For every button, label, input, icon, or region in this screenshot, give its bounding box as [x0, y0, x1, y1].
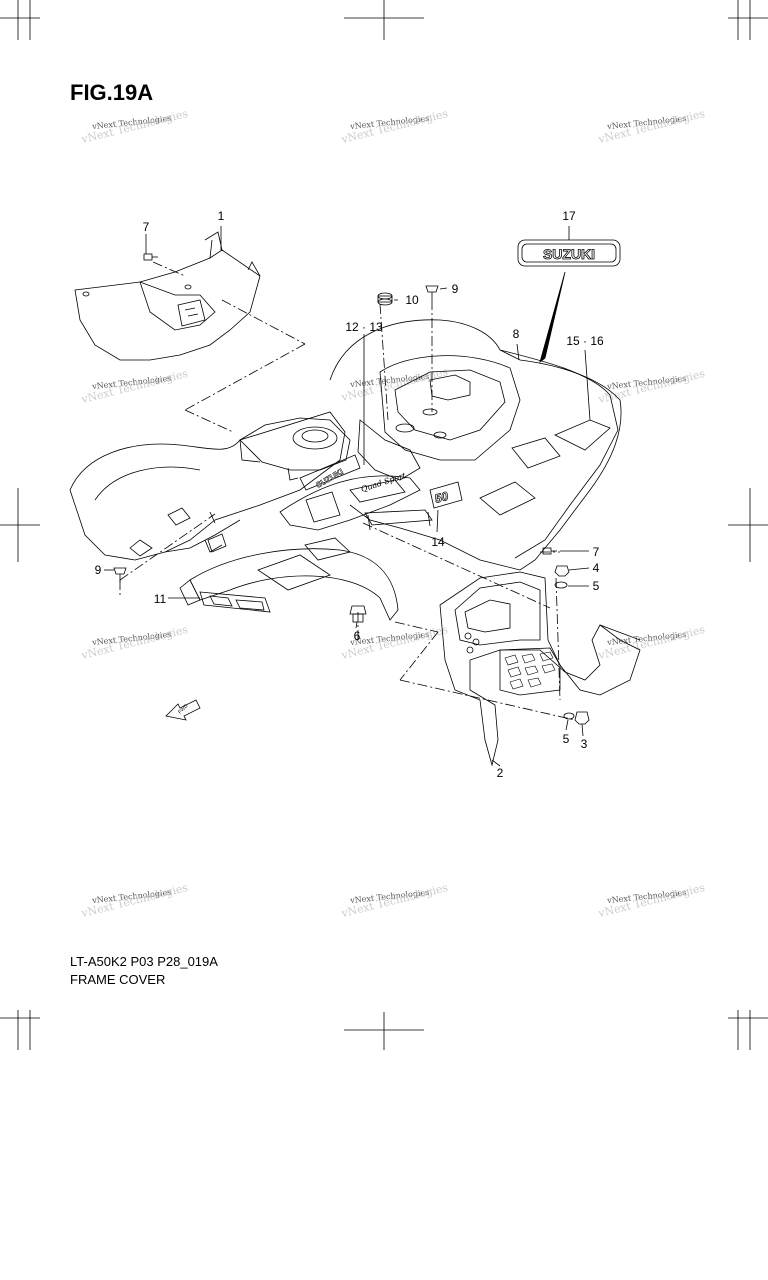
assembly-lines	[119, 261, 576, 721]
callout-4: 4	[592, 561, 600, 575]
main-frame-cover	[69, 319, 622, 621]
leader-lines	[104, 226, 591, 767]
callout-17: 17	[562, 209, 576, 223]
callout-3: 3	[580, 737, 588, 751]
fasteners	[113, 253, 590, 725]
emblem-text: SUZUKI	[543, 246, 595, 262]
callout-1: 1	[217, 209, 225, 223]
callout-9: 9	[451, 282, 459, 296]
callout-12-13: 12 · 13	[345, 320, 383, 334]
crop-marks	[0, 0, 768, 1050]
callout-5: 5	[562, 732, 570, 746]
figure-code: LT-A50K2 P03 P28_019A	[70, 954, 218, 969]
fwd-arrow-icon	[165, 699, 201, 721]
decal-number: 50	[433, 489, 450, 506]
figure-name: FRAME COVER	[70, 972, 166, 987]
callout-6: 6	[353, 629, 361, 643]
callout-5: 5	[592, 579, 600, 593]
part-1-rear-panel	[74, 231, 261, 361]
callout-11: 11	[153, 592, 167, 606]
callout-14: 14	[431, 535, 445, 549]
callout-8: 8	[512, 327, 520, 341]
callout-10: 10	[405, 293, 419, 307]
callout-9: 9	[94, 563, 102, 577]
figure-title: FIG.19A	[70, 80, 154, 105]
part-2-footrest	[439, 571, 641, 767]
callout-7: 7	[592, 545, 600, 559]
callout-7: 7	[142, 220, 150, 234]
callout-2: 2	[496, 766, 504, 780]
callout-15-16: 15 · 16	[566, 334, 604, 348]
decal-model: Quad Sport	[360, 471, 408, 494]
fwd-label: FWD	[177, 703, 190, 716]
